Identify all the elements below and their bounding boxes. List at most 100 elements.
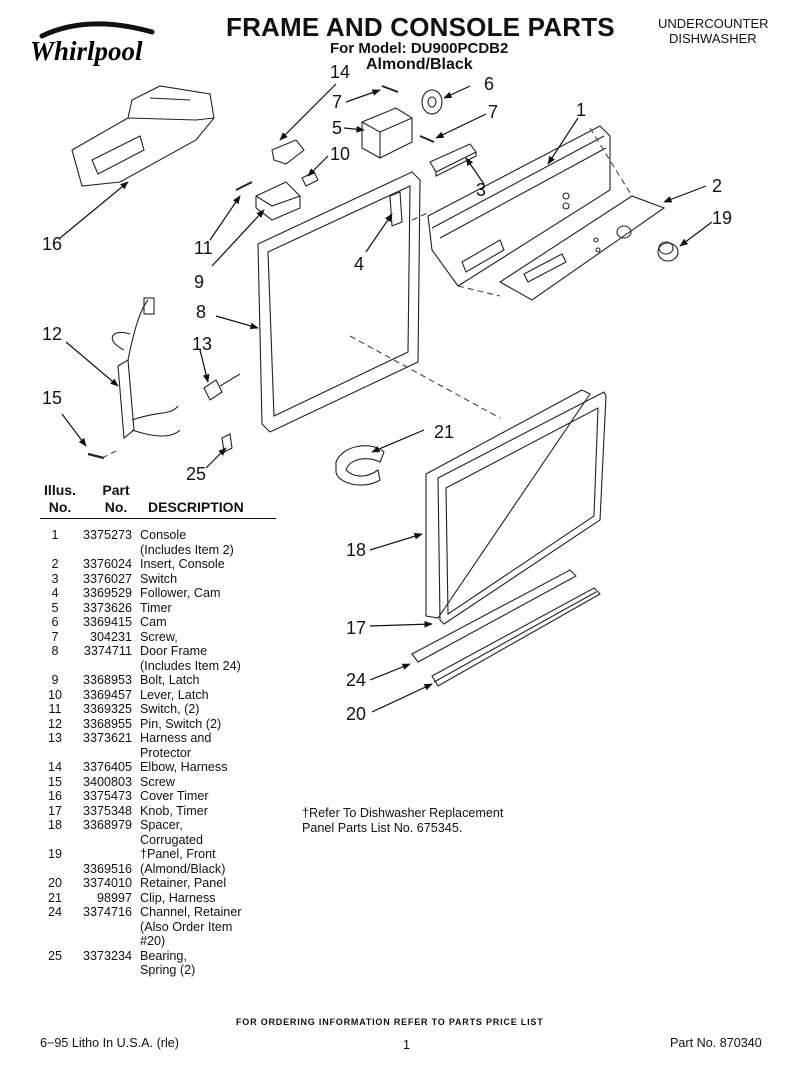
description-cell: †Panel, Front [140,847,216,861]
part-no-cell [70,833,140,848]
illus-no-cell [40,659,70,674]
harness-elbow-part [203,373,241,401]
color-line: Almond/Black [366,56,473,73]
description-cell: Harness and [140,731,212,745]
illus-no-cell [40,543,70,558]
screw-part [419,135,435,143]
part-no-cell [70,543,140,558]
part-no-cell: 3376027 [82,571,132,586]
cam-part [421,89,443,115]
illus-no-cell: 7 [51,629,59,644]
note-line-1: †Refer To Dishwasher Replacement [302,806,504,820]
part-no-cell: 3375273 [82,528,132,542]
part-no-cell: 3368953 [82,673,132,687]
illus-no-cell: 6 [51,615,59,629]
illus-no-cell: 3 [51,571,59,586]
illus-no-cell: 9 [51,673,59,687]
illus-no-cell: 2 [51,557,59,571]
callout-10: 9 [194,272,204,292]
part-no-cell [70,963,140,978]
illus-no-cell [40,833,70,848]
callout-7a: 7 [332,92,342,112]
table-row: (Includes Item 24) [40,659,290,674]
illus-no-cell: 11 [48,702,62,716]
callout-25: 25 [186,464,206,484]
model-line: For Model: DU900PCDB2 [330,40,509,57]
illus-no-cell: 8 [51,644,59,658]
table-row: (Includes Item 2) [40,543,290,558]
column-header-description: DESCRIPTION [148,499,244,515]
part-no-cell [70,746,140,761]
part-no-cell [70,847,140,862]
appliance-type-line-2: DISHWASHER [669,31,757,46]
part-no-cell: 3373626 [82,600,132,615]
callout-1: 1 [576,100,586,120]
part-no-cell: 3375473 [82,789,132,803]
brand-wordmark: Whirlpool [30,36,143,66]
screw-part [381,85,399,93]
table-row: 7 304231 Screw, [40,630,290,645]
timer-cover-part [71,85,215,187]
description-cell: Clip, Harness [140,890,216,905]
corrugated-spacer-part [425,389,591,619]
document-part-number: Part No. 870340 [670,1036,762,1050]
part-no-cell: 3368979 [82,818,132,832]
part-no-cell: 3369415 [82,615,132,629]
callout-16: 16 [42,234,62,254]
description-cell: Protector [140,745,192,760]
part-no-cell: 3369516 [82,861,132,876]
table-header-rule [40,518,276,519]
callout-12: 11 [194,238,213,258]
table-row: #20) [40,934,290,949]
illus-no-cell: 15 [47,774,62,789]
illus-no-cell: 1 [51,528,59,542]
description-cell: Cam [140,615,167,629]
illus-no-cell [40,963,70,978]
replacement-panel-note: †Refer To Dishwasher Replacement Panel P… [302,806,562,836]
part-no-cell: 304231 [89,629,132,644]
description-cell: Switch [140,571,178,586]
latch-switch-part [301,171,319,187]
page-title: FRAME AND CONSOLE PARTS [226,12,615,42]
illus-no-cell: 21 [47,890,62,905]
column-header-illus-line1: Illus. [44,482,76,498]
description-cell: Cover Timer [140,789,209,803]
switch-part [429,143,477,177]
callout-6: 6 [484,74,494,94]
description-cell: #20) [140,934,166,948]
table-row: Corrugated [40,833,290,848]
callout-3: 3 [476,180,486,200]
part-no-cell: 3368955 [82,716,132,731]
illus-no-cell: 17 [47,803,62,818]
description-cell: Screw, [140,629,178,644]
illus-no-cell: 4 [51,586,59,600]
note-line-2: Panel Parts List No. 675345. [302,821,463,835]
illus-no-cell: 20 [47,876,62,890]
illus-no-cell: 13 [47,731,62,745]
console-part [427,125,611,287]
retainer-channel-part [411,569,577,663]
callout-2: 2 [712,176,722,196]
description-cell: Bearing, [140,948,187,963]
ordering-info-footer: FOR ORDERING INFORMATION REFER TO PARTS … [236,1017,544,1027]
description-cell: (Includes Item 24) [140,658,241,673]
column-header-illus-line2: No. [48,499,72,515]
table-row: (Also Order Item [40,920,290,935]
callout-19: 17 [346,618,366,638]
callout-24: 24 [346,670,366,690]
illus-no-cell: 14 [47,760,62,774]
illus-no-cell [40,862,70,877]
